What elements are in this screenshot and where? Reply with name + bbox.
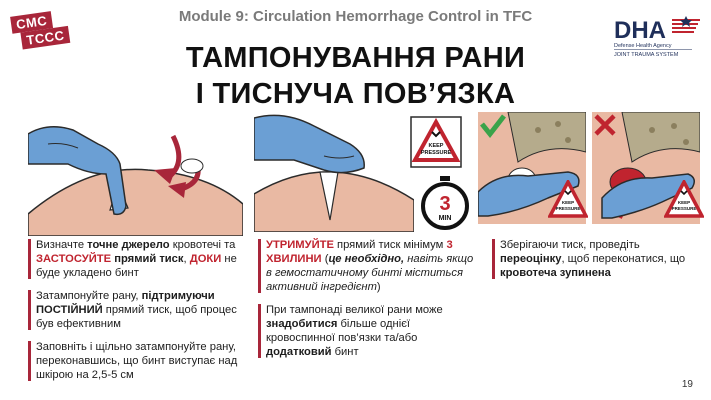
step-hold-pressure: УТРИМУЙТЕ прямий тиск мінімум 3 ХВИЛИНИ … — [258, 238, 480, 294]
dha-logo: DHA Defense Health Agency JOINT TRAUMA S… — [614, 16, 700, 58]
text: Затампонуйте рану, — [36, 290, 142, 302]
text-bold: додатковий — [266, 346, 332, 358]
illustration-direct-pressure — [28, 126, 243, 236]
illustration-correct-result — [478, 112, 586, 224]
text-red: 3 ХВИЛИНИ — [266, 239, 453, 265]
text: ( — [321, 253, 329, 265]
timer-3-min-icon: 3 MIN — [421, 176, 469, 230]
column-3-steps: Зберігаючи тиск, проведіть переоцінку, щ… — [492, 238, 692, 289]
sign-3-keep: KEEP — [678, 200, 690, 205]
text-bold: кровотеча зупинена — [500, 267, 611, 279]
text-italic: навіть якщо в гемостатичному бинті місти… — [266, 253, 474, 293]
text-bold: переоцінку — [500, 253, 562, 265]
sign-1-pressure: PRESSURE — [421, 150, 452, 156]
text-red: ДОКИ — [189, 253, 222, 265]
text: Заповніть і щільно затампонуйте рану, пе… — [36, 341, 238, 381]
text: кровотечі та — [169, 239, 236, 251]
column-2-steps: УТРИМУЙТЕ прямий тиск мінімум 3 ХВИЛИНИ … — [258, 238, 480, 368]
dha-logo-text: DHA — [614, 17, 666, 44]
text: більше однієї кровоспинної пов’язки та/а… — [266, 318, 418, 344]
text: , щоб переконатися, що — [561, 253, 686, 265]
text-bold-italic: це необхідно, — [328, 253, 405, 265]
sign-3-pressure: PRESSURE — [672, 206, 697, 211]
text: При тампонаді великої рани може — [266, 304, 443, 316]
dha-logo-sub1: Defense Health Agency — [614, 43, 672, 49]
column-1-steps: Визначте точне джерело кровотечі та ЗАСТ… — [28, 238, 238, 391]
text: прямий тиск, щоб процес був ефективним — [36, 304, 237, 330]
page-title-line-1: ТАМПОНУВАННЯ РАНИ — [185, 42, 526, 74]
step-reassess: Зберігаючи тиск, проведіть переоцінку, щ… — [492, 238, 692, 280]
dha-logo-sub2: JOINT TRAUMA SYSTEM — [614, 52, 679, 58]
text-bold: точне джерело — [87, 239, 170, 251]
keep-pressure-sign-3: KEEP PRESSURE — [664, 180, 704, 218]
step-fill-wound: Заповніть і щільно затампонуйте рану, пе… — [28, 340, 238, 382]
text: ) — [376, 281, 381, 293]
page-title-line-2: І ТИСНУЧА ПОВ’ЯЗКА — [195, 78, 516, 110]
text: бинт — [331, 346, 359, 358]
text: не буде укладено бинт — [36, 253, 237, 279]
sign-2-keep: KEEP — [562, 200, 574, 205]
sign-1-keep: KEEP — [429, 143, 444, 149]
page-number: 19 — [681, 379, 693, 390]
text: Визначте — [36, 239, 88, 251]
text-bold: підтримуючи ПОСТІЙНИЙ — [36, 290, 215, 316]
keep-pressure-sign-2: KEEP PRESSURE — [548, 180, 588, 218]
text-bold: знадобитися — [266, 318, 338, 330]
text: Зберігаючи тиск, проведіть — [500, 239, 640, 251]
text-red: ЗАСТОСУЙТЕ — [36, 253, 112, 265]
illustration-hold-pressure — [254, 114, 414, 232]
timer-unit: MIN — [439, 215, 452, 222]
text-bold: прямий тиск — [114, 253, 184, 265]
text: , — [183, 253, 190, 265]
text: прямий тиск мінімум — [333, 239, 447, 251]
timer-value: 3 — [439, 193, 450, 215]
text-red: УТРИМУЙТЕ — [266, 239, 334, 251]
step-identify-source: Визначте точне джерело кровотечі та ЗАСТ… — [28, 238, 238, 280]
module-subtitle: Module 9: Circulation Hemorrhage Control… — [178, 8, 533, 25]
sign-2-pressure: PRESSURE — [556, 206, 581, 211]
step-large-wound: При тампонаді великої рани може знадобит… — [258, 303, 480, 359]
step-pack-wound: Затампонуйте рану, підтримуючи ПОСТІЙНИЙ… — [28, 289, 238, 331]
keep-pressure-sign-1: KEEP PRESSURE — [410, 116, 462, 168]
